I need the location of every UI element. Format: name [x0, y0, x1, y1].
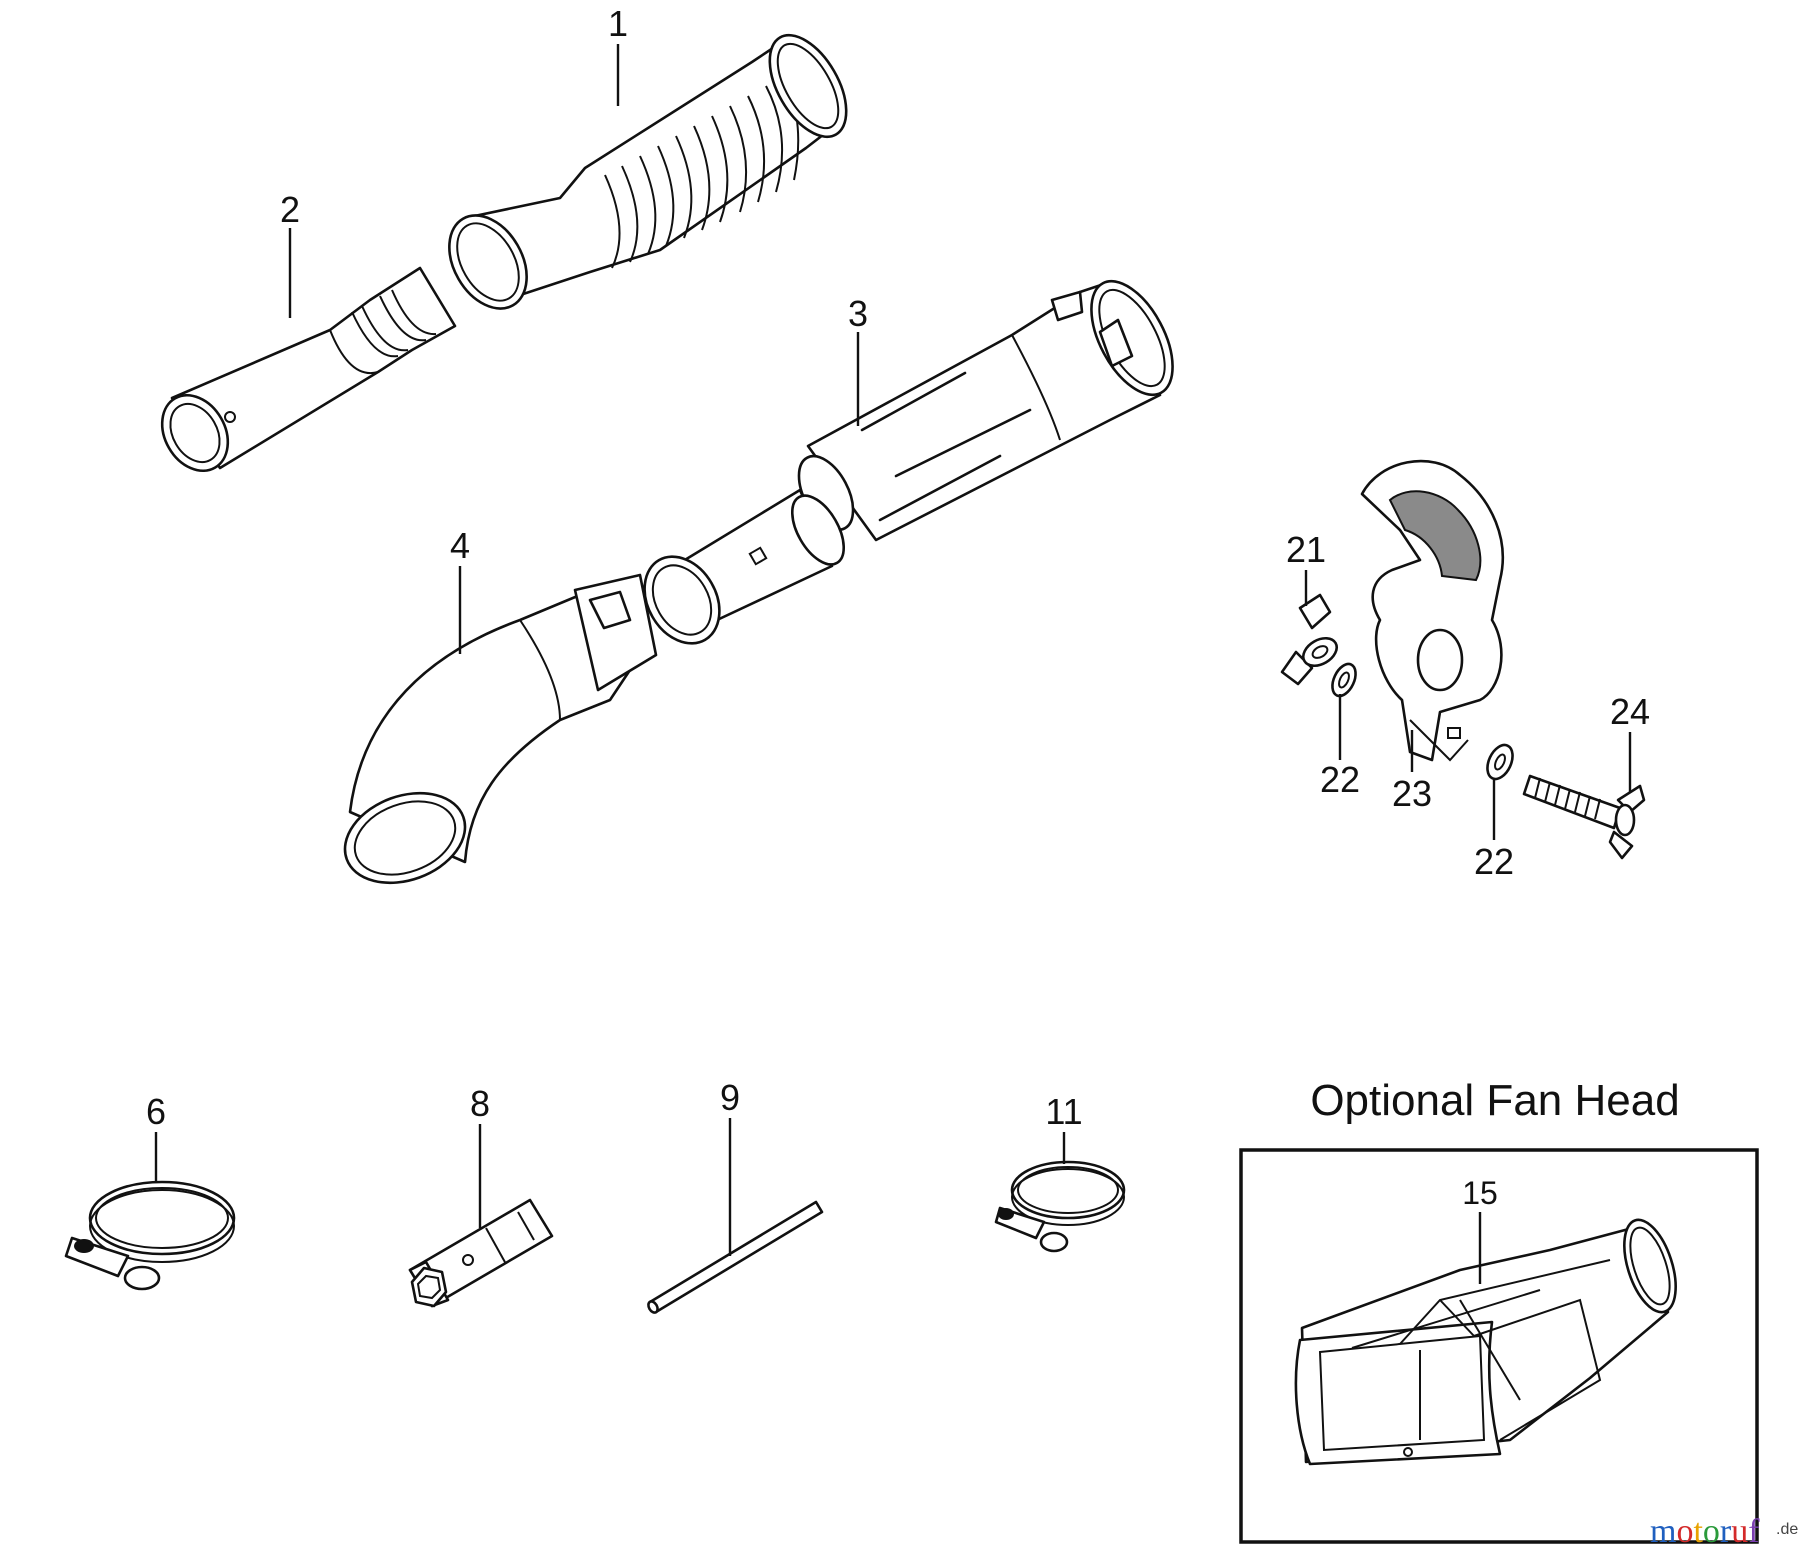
part-24-wing-bolt [1522, 774, 1646, 860]
callouts: 1 2 3 4 21 22 22 23 24 6 8 9 11 15 [146, 3, 1650, 1211]
callout-11: 11 [1045, 1091, 1082, 1132]
part-4-elbow [343, 573, 658, 885]
part-9-rod [647, 1200, 824, 1314]
part-15-fan-head [1294, 1218, 1677, 1466]
part-11-hose-clamp [994, 1160, 1126, 1253]
callout-2: 2 [280, 189, 300, 230]
callout-1: 1 [608, 3, 628, 44]
part-1-flex-hose [448, 33, 848, 310]
callout-23: 23 [1392, 773, 1432, 814]
callout-22-upper: 22 [1320, 759, 1360, 800]
callout-9: 9 [720, 1077, 740, 1118]
part-22-washer-upper [1331, 662, 1357, 698]
fan-head-title: Optional Fan Head [1310, 1076, 1679, 1125]
leader-lines [154, 44, 1632, 1284]
callout-15: 15 [1462, 1175, 1498, 1211]
watermark-letter: t [1693, 1513, 1703, 1550]
pipe-coupling [643, 488, 846, 645]
watermark-text: motoruf [1650, 1513, 1760, 1550]
watermark-letter: f [1748, 1513, 1760, 1550]
part-2-nozzle-tube [160, 266, 457, 473]
watermark-letter: o [1703, 1513, 1720, 1550]
watermark: motoruf .de [1650, 1513, 1798, 1550]
watermark-suffix: .de [1776, 1521, 1798, 1538]
callout-24: 24 [1610, 691, 1650, 732]
watermark-letter: r [1720, 1513, 1732, 1550]
callout-4: 4 [450, 525, 470, 566]
part-22-washer-lower [1486, 743, 1514, 781]
callout-8: 8 [470, 1083, 490, 1124]
watermark-letter: u [1731, 1513, 1748, 1550]
part-8-plug-wrench [408, 1198, 554, 1308]
watermark-letter: m [1650, 1513, 1676, 1550]
callout-21: 21 [1286, 529, 1326, 570]
part-21-wing-nut [1280, 593, 1339, 686]
part-6-hose-clamp [64, 1180, 236, 1291]
part-23-handle-bracket [1360, 459, 1505, 762]
watermark-letter: o [1676, 1513, 1693, 1550]
callout-3: 3 [848, 293, 868, 334]
fan-head-frame [1239, 1148, 1759, 1544]
optional-fan-head-section: Optional Fan Head [1239, 1076, 1759, 1544]
callout-6: 6 [146, 1091, 166, 1132]
callout-22-lower: 22 [1474, 841, 1514, 882]
